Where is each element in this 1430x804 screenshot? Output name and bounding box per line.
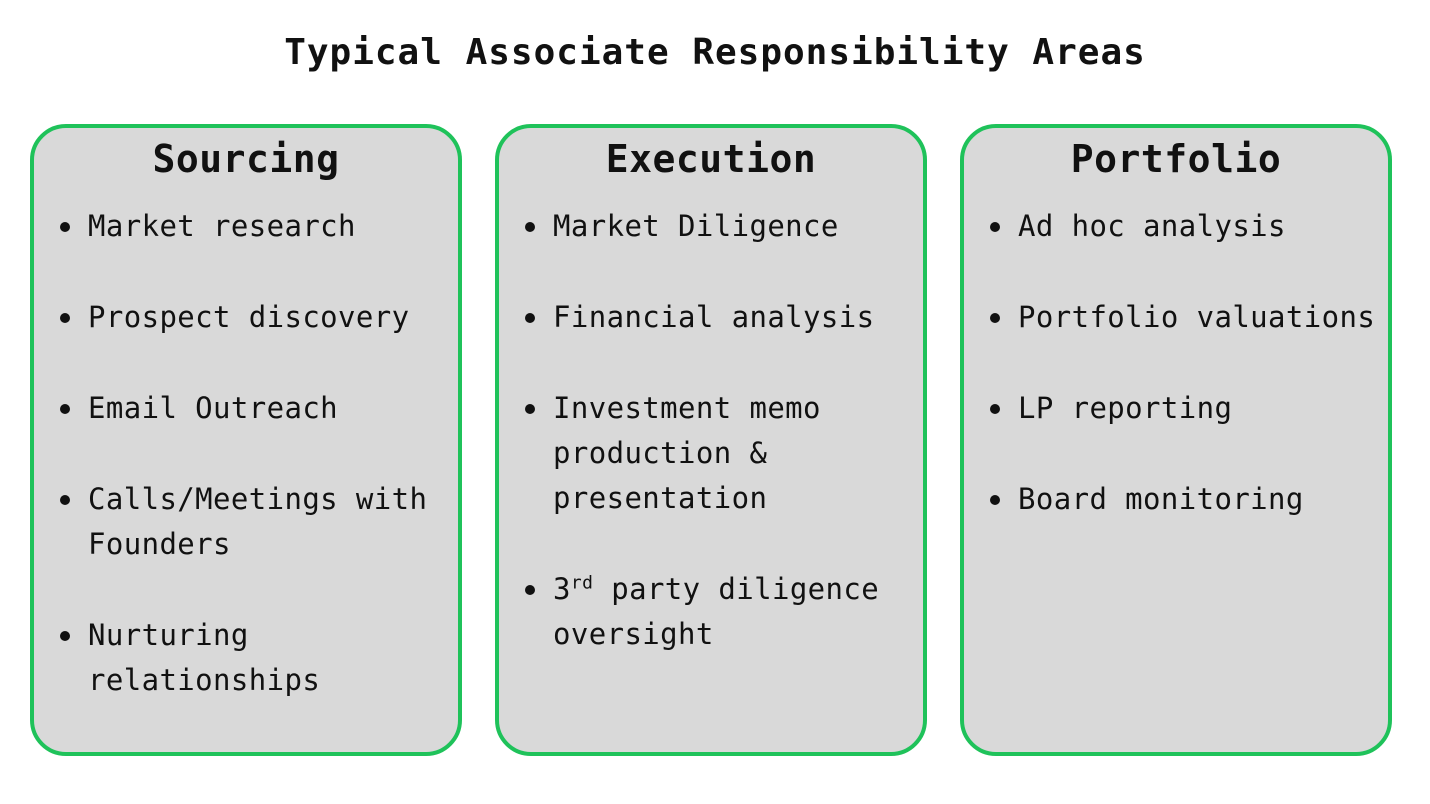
bullet-icon [990,495,1000,505]
list-item: Market Diligence [521,204,923,249]
list-item: Prospect discovery [56,295,458,340]
list-item: Market research [56,204,458,249]
sourcing-heading: Sourcing [152,137,340,181]
list-item-text: Board monitoring [1018,482,1304,516]
list-item-text: LP reporting [1018,391,1233,425]
bullet-icon [525,222,535,232]
list-item: Board monitoring [986,477,1388,522]
list-item-text: Portfolio valuations [1018,300,1376,334]
list-item: Ad hoc analysis [986,204,1388,249]
list-item-text: Email Outreach [88,391,339,425]
list-item-text: Nurturing relationships [88,618,321,697]
execution-heading: Execution [605,137,817,181]
list-item: Portfolio valuations [986,295,1388,340]
list-item-text: Market research [88,209,356,243]
ordinal-superscript: rd [570,572,594,594]
bullet-icon [60,631,70,641]
bullet-icon [525,585,535,595]
list-item-text: Financial analysis [553,300,875,334]
list-item-text: Investment memo production & presentatio… [553,391,821,515]
bullet-icon [60,222,70,232]
execution-list: Market Diligence Financial analysis Inve… [521,204,923,703]
portfolio-heading: Portfolio [1070,137,1282,181]
bullet-icon [60,495,70,505]
list-item: LP reporting [986,386,1388,431]
list-item-text-rest: party diligence oversight [553,572,880,651]
bullet-icon [525,313,535,323]
bullet-icon [990,222,1000,232]
portfolio-list: Ad hoc analysis Portfolio valuations LP … [986,204,1388,568]
list-item: Calls/Meetings with Founders [56,477,458,567]
sourcing-card: Sourcing Market research Prospect discov… [30,124,462,756]
list-item-text: Prospect discovery [88,300,410,334]
list-item: 3rd party diligence oversight [521,567,923,657]
page-title: Typical Associate Responsibility Areas [284,32,1146,73]
list-item-text: Ad hoc analysis [1018,209,1286,243]
list-item: Financial analysis [521,295,923,340]
sourcing-list: Market research Prospect discovery Email… [56,204,458,749]
bullet-icon [60,404,70,414]
portfolio-card: Portfolio Ad hoc analysis Portfolio valu… [960,124,1392,756]
list-item-text: Calls/Meetings with Founders [88,482,428,561]
bullet-icon [990,404,1000,414]
list-item: Nurturing relationships [56,613,458,703]
list-item-text-prefix: 3 [553,572,571,606]
list-item-text: Market Diligence [553,209,839,243]
list-item: Investment memo production & presentatio… [521,386,923,521]
bullet-icon [525,404,535,414]
list-item: Email Outreach [56,386,458,431]
execution-card: Execution Market Diligence Financial ana… [495,124,927,756]
bullet-icon [60,313,70,323]
bullet-icon [990,313,1000,323]
